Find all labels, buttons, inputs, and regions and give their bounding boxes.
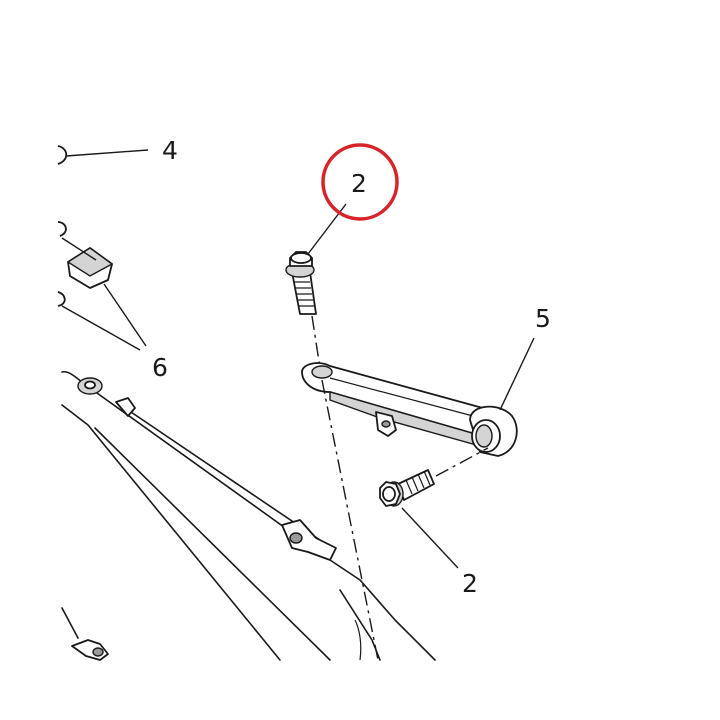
frame-tab-bracket — [71, 519, 337, 661]
part-2-bolt-top — [285, 251, 321, 369]
callout-2-bottom: 2 — [462, 569, 478, 598]
callout-5: 5 — [535, 304, 551, 333]
part-4-washer — [57, 145, 149, 165]
callout-4: 4 — [162, 136, 178, 165]
highlight-ring — [321, 143, 399, 221]
part-5-link-arm — [301, 337, 535, 457]
callout-2-top: 2 — [351, 169, 367, 198]
frame-assembly — [61, 370, 436, 661]
part-6-rubber-pad — [57, 221, 147, 351]
part-2-bolt-bottom — [379, 447, 489, 569]
callout-6: 6 — [152, 353, 168, 382]
